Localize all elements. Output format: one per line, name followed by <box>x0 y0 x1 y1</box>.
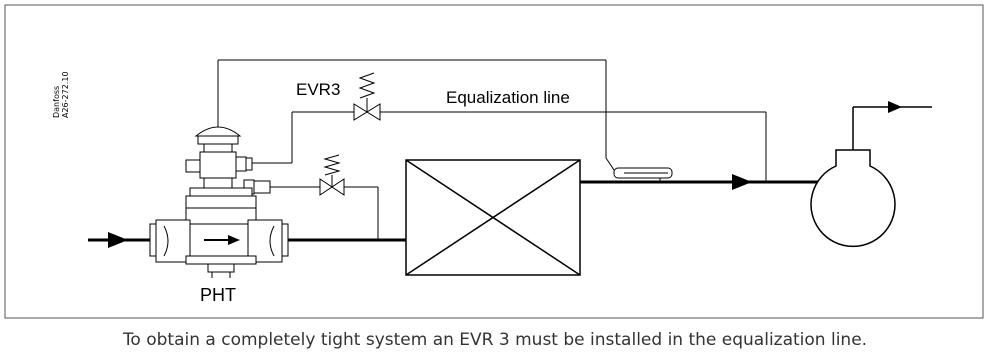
pilot-valve-symbol <box>319 154 345 196</box>
pht-label: PHT <box>200 285 236 305</box>
drawing-reference: Danfoss A26-272.10 <box>52 71 70 118</box>
pht-valve <box>149 126 289 278</box>
pht-flow-arrow-head <box>228 235 240 245</box>
evr3-label: EVR3 <box>296 80 341 99</box>
evaporator <box>405 159 581 276</box>
diagram-caption: To obtain a completely tight system an E… <box>122 330 868 350</box>
diagram-frame <box>4 4 984 319</box>
inlet-flow-arrow <box>108 232 128 248</box>
equalization-line-label: Equalization line <box>446 88 570 107</box>
drawing-ref-code: A26-272.10 <box>61 71 70 118</box>
evr3-valve-symbol <box>353 72 381 121</box>
discharge-flow-arrow <box>888 101 902 113</box>
drawing-ref-brand: Danfoss <box>52 85 61 118</box>
suction-flow-arrow <box>732 174 752 190</box>
compressor <box>810 106 932 248</box>
sensor-bulb <box>613 167 673 182</box>
